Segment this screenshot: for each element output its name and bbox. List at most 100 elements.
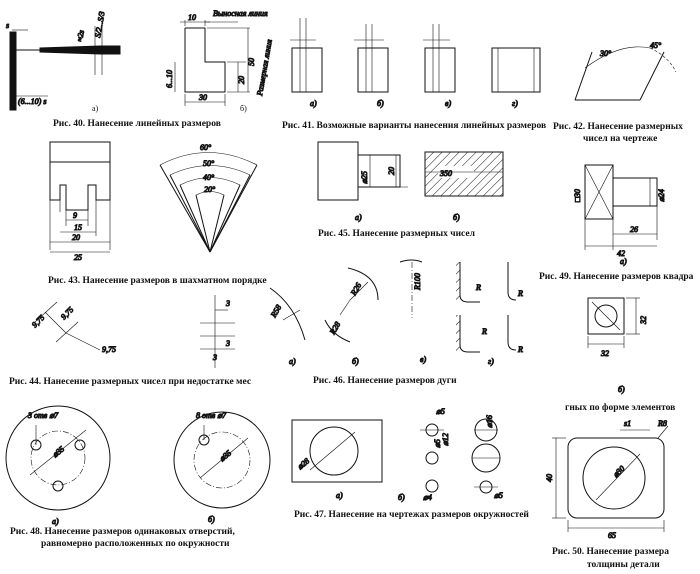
fig50-caption-line1: Рис. 50. Нанесение размера	[552, 547, 669, 557]
fig43b-60-label: 60°	[200, 143, 212, 152]
fig50-s1-label: s1	[624, 419, 631, 428]
fig44b-drawing	[200, 295, 235, 368]
fig48-sub-b: б)	[208, 515, 215, 524]
fig42-caption-line1: Рис. 42. Нанесение размерных	[553, 122, 683, 132]
fig41-sub-a: а)	[310, 99, 317, 108]
fig47b-d12-label: ⌀12	[441, 433, 450, 446]
fig40b-dimline-label: Размерная линия	[255, 38, 274, 97]
fig43a-15-label: 15	[74, 223, 82, 232]
fig43b-fan	[159, 152, 258, 253]
fig40b-610-label: 6...10	[165, 70, 174, 88]
fig48b-drawing	[173, 411, 271, 509]
fig44-caption: Рис. 44. Нанесение размерных чисел при н…	[9, 377, 252, 387]
fig40b-20-label: 20	[237, 76, 246, 84]
fig47b-d5a-label: ⌀5	[436, 407, 445, 416]
fig44a-drawing	[34, 301, 101, 351]
fig41-sub-b: б)	[377, 99, 384, 108]
fig46-r100-label: R100	[413, 273, 422, 291]
fig48a-drawing	[5, 405, 111, 511]
fig40-caption: Рис. 40. Нанесение линейных размеров	[53, 119, 221, 129]
fig44-v2-label: 9,75	[59, 305, 75, 321]
fig46-sub-a: а)	[289, 357, 296, 366]
fig47a-drawing	[291, 419, 383, 483]
fig45-caption: Рис. 45. Нанесение размерных чисел	[318, 229, 475, 239]
fig40a-drawing	[9, 26, 121, 111]
fig40-2s-label: ≈2s	[75, 29, 86, 42]
fig48-caption-line2: равномерно расположенных по окружности	[41, 539, 230, 549]
fig45a-d25-label: ⌀25	[360, 171, 369, 184]
fig46-sub-b: б)	[352, 357, 359, 366]
fig49b-32v-label: 32	[639, 316, 648, 325]
fig40-range-label: (6...10) s	[18, 97, 46, 106]
fig47b-d5b-label: ⌀5	[433, 439, 442, 448]
fig45a-drawing	[317, 141, 408, 201]
fig49-caption-continued: гных по форме элементов	[565, 403, 676, 413]
fig48a-d35-label: ⌀35	[51, 444, 67, 459]
fig42-30-label: 30°	[599, 49, 612, 58]
fig46-sub-g: г)	[488, 357, 494, 366]
fig49b-drawing	[587, 297, 640, 348]
fig49a-d24-label: ⌀24	[657, 189, 666, 202]
fig48-sub-a: а)	[52, 517, 59, 526]
fig44-v3-label: 9,75	[102, 345, 116, 354]
fig43a-9-label: 9	[73, 211, 77, 220]
fig46-r-label-2: R	[517, 289, 523, 298]
fig40b-ext-line-label: Выносная линия	[213, 9, 268, 18]
fig44-t2-label: 3	[225, 339, 230, 348]
fig43b-20-label: 20°	[204, 185, 216, 194]
fig42-caption-line2: чисел на чертеже	[583, 134, 658, 144]
fig42-drawing	[574, 46, 677, 101]
fig45-sub-a: а)	[355, 213, 362, 222]
fig46-sub-v: в)	[420, 355, 426, 364]
fig50-caption-line2: толщины детали	[587, 560, 660, 570]
fig49-caption: Рис. 49. Нанесение размеров квадра	[539, 272, 694, 282]
fig45-sub-b: б)	[453, 213, 460, 222]
fig44-t3-label: 3	[212, 353, 217, 362]
fig46a-drawing	[269, 287, 306, 341]
fig40b-drawing	[174, 20, 250, 106]
fig44-t1-label: 3	[225, 299, 230, 308]
fig43a-drawing	[49, 141, 111, 253]
fig40-sub-b: б)	[240, 104, 247, 113]
fig43a-25-label: 25	[74, 253, 82, 262]
fig41-caption: Рис. 41. Возможные варианты нанесения ли…	[282, 121, 547, 131]
fig46-r-label-1: R	[475, 283, 481, 292]
fig47b-d4-label: ⌀4	[423, 493, 432, 502]
fig50-65-label: 65	[608, 531, 616, 540]
fig40-s2-label: S/2...S/3	[93, 11, 106, 39]
fig43a-20-label: 20	[72, 233, 80, 242]
fig50-drawing	[552, 425, 669, 532]
fig47-sub-b: б)	[398, 493, 405, 502]
fig46-r58-label: R58	[268, 303, 283, 320]
fig40-sub-a: а)	[92, 104, 99, 113]
fig45b-350-label: 350	[439, 169, 452, 178]
fig44-v1-label: 9,75	[30, 313, 46, 329]
fig46-r-label-3: R	[481, 327, 487, 336]
fig40b-10-label: 10	[188, 13, 196, 22]
fig43-caption: Рис. 43. Нанесение размеров в шахматном …	[48, 276, 267, 286]
fig40b-30-label: 30	[198, 93, 207, 102]
fig47-sub-a: а)	[336, 491, 343, 500]
fig49a-drawing	[584, 164, 658, 250]
fig49a-26-label: 26	[630, 225, 638, 234]
fig42-45-label: 45°	[650, 41, 662, 50]
fig47b-d5c-label: ⌀5	[494, 491, 503, 500]
fig49a-sq30-label: □30	[573, 189, 582, 202]
fig50-40-label: 40	[545, 474, 554, 482]
fig40b-50-label: 50	[247, 58, 256, 66]
fig47b-d16-label: ⌀16	[485, 415, 494, 428]
fig49b-32-label: 32	[600, 349, 609, 358]
fig48a-holes-label: 3 отв ⌀7	[27, 411, 59, 420]
fig46v-drawing	[399, 259, 423, 318]
fig45b-drawing	[424, 151, 504, 197]
fig45a-20-label: 20	[387, 167, 396, 175]
fig46-r28-label: R28	[327, 320, 342, 337]
fig41-drawings	[290, 18, 541, 93]
fig41-sub-g: г)	[512, 99, 518, 108]
fig47-caption: Рис. 47. Нанесение на чертежах размеров …	[294, 510, 529, 520]
fig50-d30-label: ⌀30	[611, 464, 626, 479]
fig43b-40-label: 40°	[203, 173, 215, 182]
fig40-s-label: s	[6, 21, 9, 30]
fig46b-drawing	[324, 267, 379, 343]
